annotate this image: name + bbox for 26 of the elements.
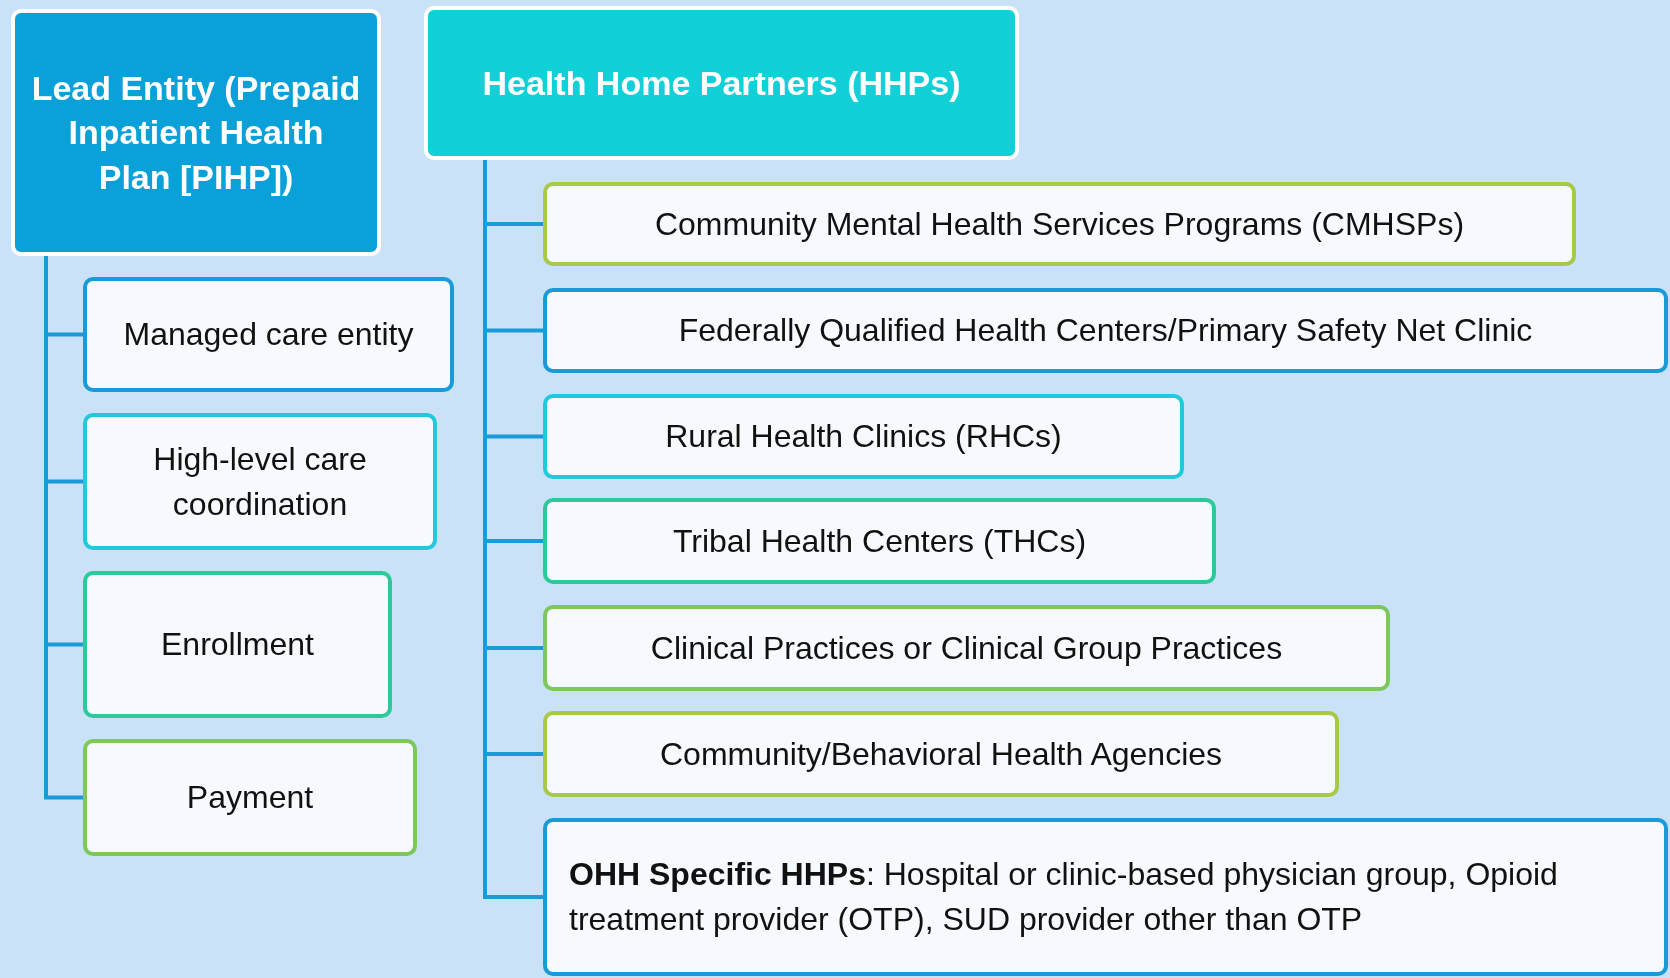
heading-text: Lead Entity (Prepaid Inpatient Health Plan [PIHP]) bbox=[30, 68, 362, 198]
item-text: Federally Qualified Health Centers/Primary Safety Net Clinic bbox=[678, 311, 1533, 351]
item-box bbox=[83, 277, 454, 392]
item-text: Managed care entity bbox=[123, 315, 414, 355]
item-text: Payment bbox=[186, 778, 314, 818]
item-text: Clinical Practices or Clinical Group Practices bbox=[650, 628, 1283, 668]
item-text: High-level care coordination bbox=[152, 439, 368, 524]
item-box bbox=[543, 182, 1576, 266]
item-box bbox=[543, 498, 1216, 584]
heading-box bbox=[11, 9, 381, 256]
item-box bbox=[543, 288, 1668, 373]
item-box bbox=[83, 571, 392, 718]
heading-text: Health Home Partners (HHPs) bbox=[482, 62, 961, 104]
item-text: Community/Behavioral Health Agencies bbox=[659, 734, 1223, 774]
item-box bbox=[543, 711, 1339, 797]
item-text: Rural Health Clinics (RHCs) bbox=[665, 417, 1062, 457]
item-box bbox=[543, 394, 1184, 479]
item-text: Enrollment bbox=[161, 625, 314, 665]
item-box bbox=[83, 413, 437, 550]
item-text: OHH Specific HHPs: Hospital or clinic-based physician group, Opioid treatment provider (OTP), SUD provider other than OTP bbox=[569, 855, 1559, 939]
heading-box bbox=[424, 6, 1019, 160]
item-box bbox=[543, 605, 1390, 691]
item-box bbox=[83, 739, 417, 856]
item-box bbox=[543, 818, 1668, 976]
item-text: Tribal Health Centers (THCs) bbox=[672, 521, 1087, 561]
item-text: Community Mental Health Services Programs (CMHSPs) bbox=[654, 204, 1465, 244]
